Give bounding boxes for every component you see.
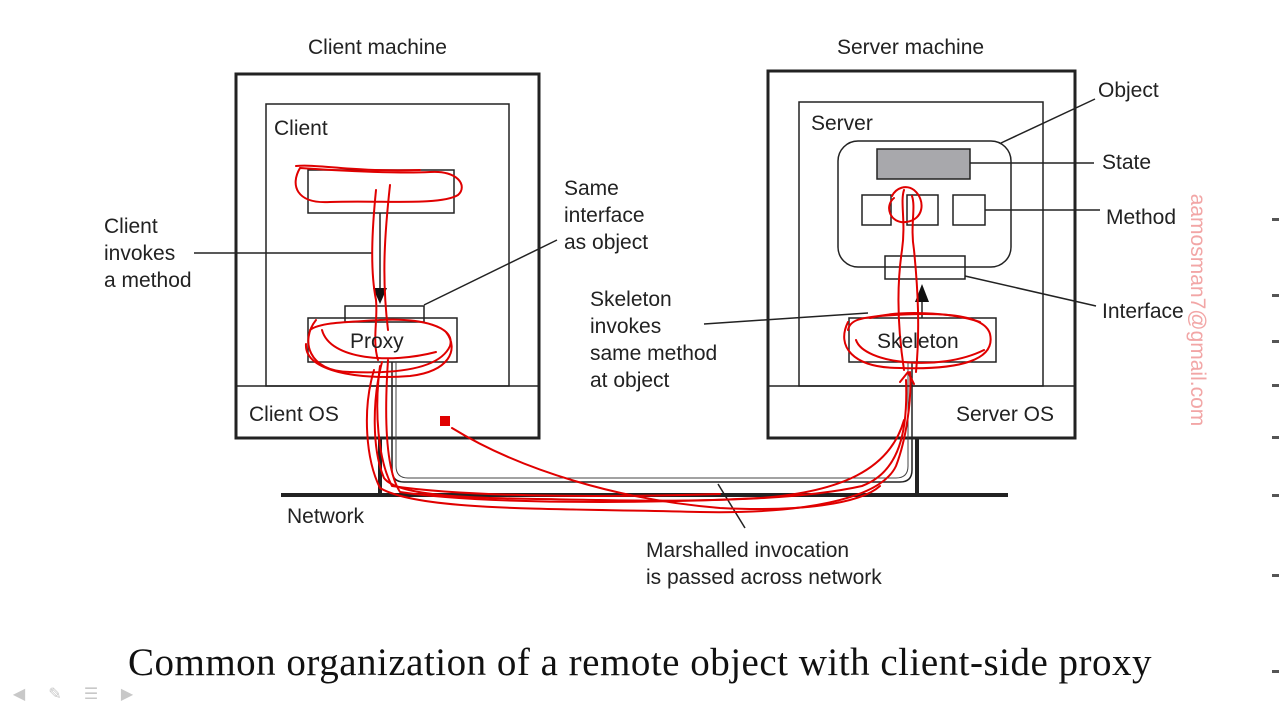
annot-proxy-loop-1 [307, 318, 452, 374]
annot-client-down-1 [371, 189, 379, 361]
slide-caption: Common organization of a remote object w… [127, 641, 1153, 684]
slide-nav: ◀ ✎ ☰ ▶ [8, 686, 138, 702]
pen-icon[interactable]: ✎ [48, 684, 62, 703]
client-invokes-label: Client invokes a method [104, 215, 192, 292]
annot-skeleton-arrow [899, 371, 915, 385]
edge-mark [1272, 218, 1279, 221]
edge-mark [1272, 670, 1279, 673]
annot-proxy-loop-3 [321, 329, 437, 360]
marshalled-path-inner [395, 362, 909, 479]
server-machine-title: Server machine [837, 36, 985, 59]
annot-client-loop [294, 167, 463, 204]
server-machine-box [766, 69, 1077, 440]
client-machine-title: Client machine [308, 36, 447, 59]
edge-mark [1272, 294, 1279, 297]
annot-skeleton-loop-3 [869, 312, 981, 323]
state-box [876, 148, 971, 180]
annot-wire-3 [385, 359, 905, 503]
annot-red-dot-curve [451, 427, 881, 511]
object-interface-box [884, 255, 966, 280]
edge-mark [1272, 574, 1279, 577]
edge-mark [1272, 436, 1279, 439]
annot-client-loop-2 [295, 164, 421, 172]
annot-wire-1 [373, 361, 908, 502]
state-label: State [1102, 151, 1152, 174]
annot-skeleton-loop-2 [855, 339, 985, 364]
annot-wire-4 [376, 365, 721, 497]
client-object-box [307, 169, 455, 214]
method-box-1 [861, 194, 892, 226]
edge-mark [1272, 340, 1279, 343]
skeleton-invokes-leader [703, 312, 869, 325]
skeleton-label: Skeleton [877, 330, 959, 353]
client-os-label: Client OS [249, 403, 339, 426]
same-interface-label: Same interface as object [564, 177, 649, 254]
skeleton-call-arrowhead [915, 284, 929, 302]
annot-proxy-loop-2 [304, 331, 453, 378]
interface-label: Interface [1102, 300, 1184, 323]
edge-mark [1272, 494, 1279, 497]
marshalled-label: Marshalled invocation is passed across n… [646, 539, 882, 589]
next-slide-edge [1268, 200, 1280, 700]
server-process-box [798, 101, 1044, 387]
annot-up-2 [911, 195, 920, 373]
network-label: Network [287, 505, 365, 528]
annot-red-dot [440, 416, 450, 426]
arrow-left-icon[interactable]: ◀ [12, 684, 26, 703]
server-os-label: Server OS [956, 403, 1055, 426]
method-label: Method [1106, 206, 1177, 229]
proxy-interface-box [344, 305, 425, 323]
arrow-right-icon[interactable]: ▶ [120, 684, 134, 703]
client-call-arrowhead [373, 288, 387, 304]
annot-client-down-2 [383, 184, 391, 331]
slides-icon[interactable]: ☰ [83, 684, 99, 703]
server-label: Server [811, 112, 873, 135]
red-annotations [294, 164, 992, 514]
marshalled-leader [717, 483, 746, 529]
interface-leader [964, 275, 1097, 307]
object-box [837, 140, 1012, 268]
watermark-email: aamosman7@gmail.com [1186, 193, 1209, 427]
same-interface-leader [423, 239, 558, 306]
client-label: Client [274, 117, 328, 140]
object-label: Object [1098, 79, 1159, 102]
object-leader [1000, 98, 1096, 144]
method-box-3 [952, 194, 986, 226]
proxy-label: Proxy [350, 330, 404, 353]
method-box-2 [906, 194, 939, 226]
annot-up-1 [897, 189, 905, 371]
skeleton-invokes-label: Skeleton invokes same method at object [590, 288, 718, 392]
annot-method-loop [888, 186, 923, 224]
edge-mark [1272, 384, 1279, 387]
annot-wire-2 [365, 369, 912, 514]
